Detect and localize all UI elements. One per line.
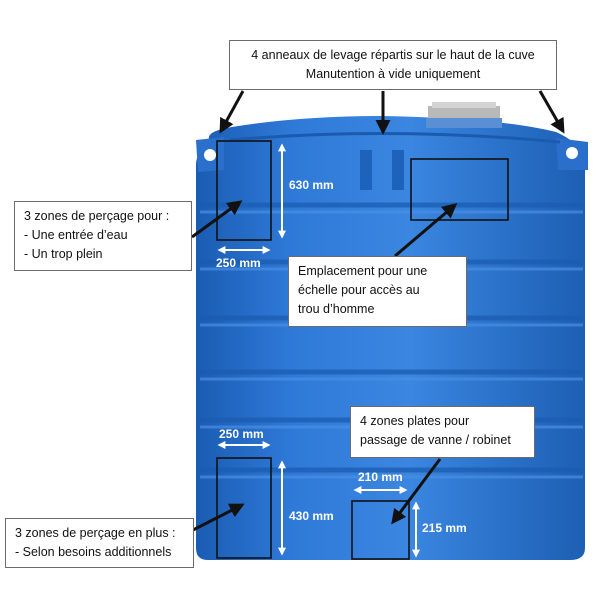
dim-label-upper-height: 630 mm [289, 178, 334, 192]
callout-lower-line2: - Selon besoins additionnels [15, 545, 172, 559]
callout-upper-line3: - Un trop plein [24, 247, 103, 261]
callout-upper-line1: 3 zones de perçage pour : [24, 209, 170, 223]
ladder-zone [410, 158, 509, 221]
callout-lower-drill-zones: 3 zones de perçage en plus : - Selon bes… [5, 518, 194, 568]
dim-label-flat-height: 215 mm [422, 521, 467, 535]
dim-label-lower-width: 250 mm [219, 427, 264, 441]
callout-ladder-line2: échelle pour accès au [298, 283, 420, 297]
pointer-upper-drill [191, 200, 243, 239]
pointer-lower-drill [192, 503, 245, 532]
tank-body [196, 116, 585, 560]
dim-label-upper-width: 250 mm [216, 256, 261, 270]
callout-lifting-rings-line2: Manutention à vide uniquement [305, 67, 481, 81]
lower-drill-zone [216, 457, 272, 559]
callout-upper-drill-zones: 3 zones de perçage pour : - Une entrée d… [14, 201, 192, 271]
pointer-flat-zone [391, 458, 442, 525]
pointer-ring-left [219, 90, 245, 134]
callout-ladder-line1: Emplacement pour une [298, 264, 428, 278]
lifting-ring-left [196, 137, 224, 172]
lifting-ring-right [556, 138, 588, 170]
pointer-ladder [394, 203, 458, 258]
water-tank [196, 102, 588, 560]
callout-flat-zones: 4 zones plates pour passage de vanne / r… [350, 406, 535, 458]
zone-outlines [216, 140, 509, 560]
callout-flat-line1: 4 zones plates pour [360, 414, 470, 428]
dimension-arrows [217, 143, 420, 558]
manhole-cap [426, 102, 502, 128]
callout-upper-line2: - Une entrée d’eau [24, 228, 128, 242]
pointer-arrows [191, 90, 565, 532]
upper-drill-zone [216, 140, 272, 241]
callout-ladder-line3: trou d’homme [298, 302, 375, 316]
flat-zone [351, 500, 410, 560]
dim-label-lower-height: 430 mm [289, 509, 334, 523]
callout-lower-line1: 3 zones de perçage en plus : [15, 526, 176, 540]
callout-lifting-rings-line1: 4 anneaux de levage répartis sur le haut… [251, 48, 535, 62]
callout-ladder-location: Emplacement pour une échelle pour accès … [288, 256, 467, 327]
callout-flat-line2: passage de vanne / robinet [360, 433, 511, 447]
dim-label-flat-width: 210 mm [358, 470, 403, 484]
pointer-ring-right [538, 90, 565, 134]
callout-lifting-rings: 4 anneaux de levage répartis sur le haut… [229, 40, 557, 90]
